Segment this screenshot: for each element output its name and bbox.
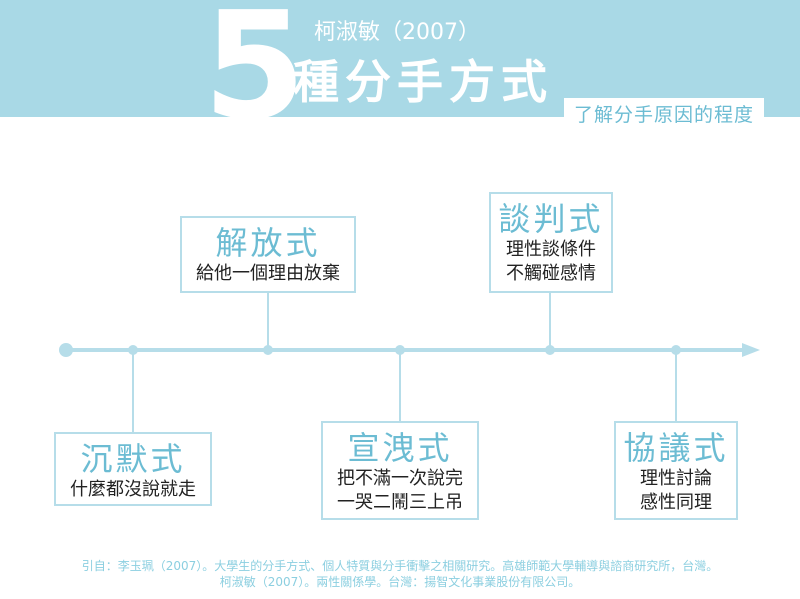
footer-citation-2: 柯淑敏（2007）。兩性關係學。台灣：揚智文化事業股份有限公司。 — [219, 575, 581, 589]
card-release-desc-1: 給他一個理由放棄 — [196, 263, 340, 284]
card-agreement-name: 協議式 — [623, 429, 729, 467]
card-agreement-desc-1: 理性討論 — [640, 468, 712, 489]
card-vent-desc-1: 把不滿一次說完 — [337, 468, 463, 489]
footer-citation-1: 引自：李玉珮（2007）。大學生的分手方式、個人特質與分手衝擊之相關研究。高雄師… — [81, 559, 719, 573]
timeline-arrowhead — [742, 343, 760, 357]
node-negotiate — [545, 345, 555, 355]
card-vent-name: 宣洩式 — [347, 429, 453, 467]
node-silent — [128, 345, 138, 355]
card-vent-desc-2: 一哭二鬧三上吊 — [337, 492, 463, 513]
card-negotiate-desc-2: 不觸碰感情 — [506, 263, 596, 284]
card-negotiate-name: 談判式 — [498, 200, 604, 238]
card-agreement: 協議式 理性討論 感性同理 — [614, 421, 738, 520]
card-agreement-desc-2: 感性同理 — [640, 492, 712, 513]
header-title: 種分手方式 — [293, 55, 553, 109]
card-vent: 宣洩式 把不滿一次說完 一哭二鬧三上吊 — [321, 421, 479, 520]
timeline-start-dot — [59, 343, 73, 357]
node-release — [263, 345, 273, 355]
header-subtitle: 了解分手原因的程度 — [574, 104, 755, 126]
subtitle-box: 了解分手原因的程度 — [564, 98, 765, 129]
card-negotiate-desc-1: 理性談條件 — [506, 239, 596, 260]
node-agreement — [671, 345, 681, 355]
node-vent — [395, 345, 405, 355]
header-number: 5 — [203, 0, 306, 152]
header-author: 柯淑敏（2007） — [314, 20, 480, 45]
header-banner — [0, 0, 800, 117]
card-release-name: 解放式 — [215, 224, 321, 262]
card-release: 解放式 給他一個理由放棄 — [180, 216, 356, 293]
card-silent: 沉默式 什麼都沒說就走 — [54, 432, 212, 506]
card-silent-name: 沉默式 — [80, 440, 186, 478]
card-negotiate: 談判式 理性談條件 不觸碰感情 — [489, 192, 613, 293]
card-silent-desc-1: 什麼都沒說就走 — [70, 479, 196, 500]
